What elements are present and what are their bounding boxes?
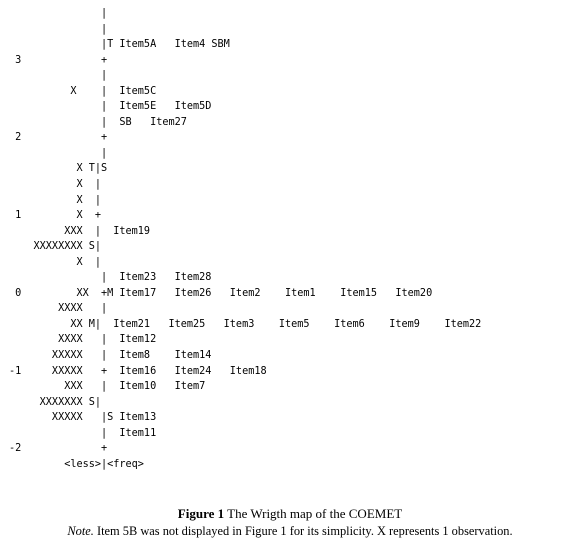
wright-map: | | |T Item5A Item4 SBM 3 + | X | Item5C…	[9, 6, 481, 472]
map-line: X |	[9, 256, 102, 268]
figure-number: Figure 1	[177, 506, 225, 521]
map-line: X | Item5C	[9, 85, 157, 97]
map-line: -1 XXXXX + Item16 Item24 Item18	[9, 365, 267, 377]
note-label: Note.	[67, 524, 94, 538]
map-line: XXX | Item19	[9, 225, 151, 237]
map-line: XXXX | Item12	[9, 334, 157, 346]
map-line: XXXXX |S Item13	[9, 412, 157, 424]
figure-caption: Figure 1 The Wrigth map of the COEMET	[0, 506, 580, 522]
map-line: XXXX |	[9, 303, 108, 315]
map-line: |T Item5A Item4 SBM	[9, 39, 230, 51]
map-line: | Item11	[9, 427, 157, 439]
map-line: |	[9, 70, 108, 82]
map-line: XXX | Item10 Item7	[9, 381, 206, 393]
map-line: XX M| Item21 Item25 Item3 Item5 Item6 It…	[9, 318, 482, 330]
map-line: XXXXXXXX S|	[9, 241, 102, 253]
note-text: Item 5B was not displayed in Figure 1 fo…	[93, 524, 513, 538]
map-line: |	[9, 23, 108, 35]
map-line: 1 X +	[9, 210, 102, 222]
map-line: X |	[9, 179, 102, 191]
map-line: 3 +	[9, 54, 108, 66]
map-line: X T|S	[9, 163, 108, 175]
map-line: |	[9, 8, 108, 19]
figure-note: Note. Item 5B was not displayed in Figur…	[0, 523, 580, 539]
map-line: -2 +	[9, 443, 108, 455]
map-line: | SB Item27	[9, 116, 187, 128]
map-line: |	[9, 147, 108, 159]
map-line: XXXXXXX S|	[9, 396, 102, 408]
map-line: <less>|<freq>	[9, 458, 144, 470]
map-line: 0 XX +M Item17 Item26 Item2 Item1 Item15…	[9, 287, 433, 299]
map-line: 2 +	[9, 132, 108, 144]
map-line: XXXXX | Item8 Item14	[9, 350, 212, 362]
map-line: | Item23 Item28	[9, 272, 212, 284]
figure-title: The Wrigth map of the COEMET	[224, 506, 403, 521]
map-line: | Item5E Item5D	[9, 101, 212, 113]
map-line: X |	[9, 194, 102, 206]
